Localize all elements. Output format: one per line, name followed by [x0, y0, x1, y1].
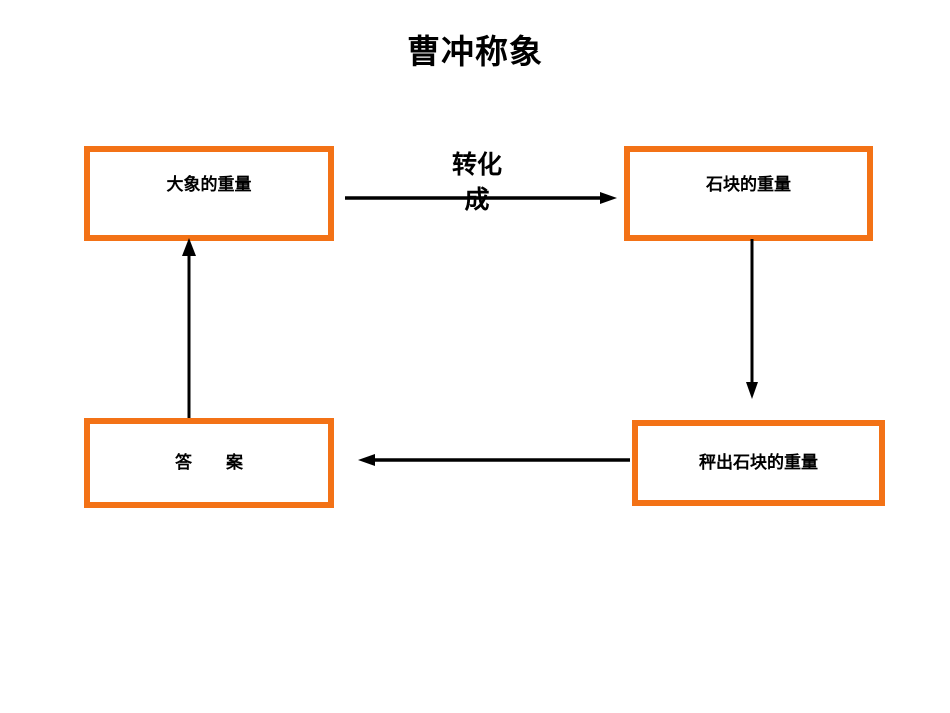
edge-label-convert: 转化 成 — [451, 150, 502, 214]
node-label-answer: 答 案 — [175, 453, 243, 473]
node-answer[interactable]: 答 案 — [84, 418, 334, 508]
node-label-stone-weight: 石块的重量 — [706, 174, 791, 195]
node-label-elephant-weight: 大象的重量 — [166, 174, 252, 195]
arrow-answer-to-elephant-icon — [182, 238, 196, 418]
page-title: 曹冲称象 — [407, 32, 543, 71]
node-stone-weight[interactable]: 石块的重量 — [624, 146, 873, 241]
arrow-stone-to-weigh-icon — [746, 239, 758, 399]
node-weigh-stones[interactable]: 秤出石块的重量 — [632, 420, 885, 506]
node-label-weigh-stones: 秤出石块的重量 — [699, 453, 818, 473]
arrow-weigh-to-answer-icon — [358, 454, 630, 466]
node-elephant-weight[interactable]: 大象的重量 — [84, 146, 334, 241]
arrow-elephant-to-stone-icon — [345, 192, 617, 204]
